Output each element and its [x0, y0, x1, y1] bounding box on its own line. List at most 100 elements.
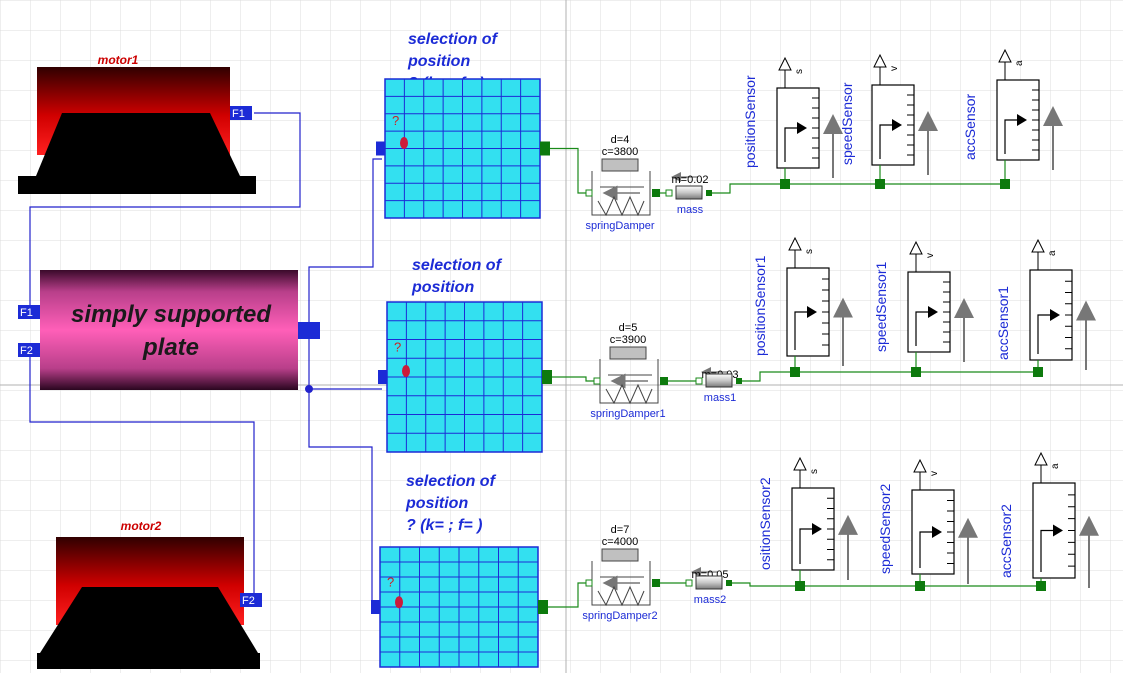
- damper-spring: [605, 383, 653, 405]
- sensor-pointer: [932, 526, 942, 538]
- selection-title-line2: position: [411, 279, 474, 296]
- damper-right-port[interactable]: [652, 189, 660, 197]
- damper-cylinder: [601, 158, 639, 172]
- sensor-input-port[interactable]: [915, 581, 925, 591]
- sensor-output-port[interactable]: [913, 458, 927, 473]
- selection-output-port[interactable]: [538, 600, 548, 614]
- mass-1[interactable]: m=0.02 mass: [665, 172, 712, 216]
- plate-port-right[interactable]: [298, 322, 320, 339]
- sensor-speedSensor[interactable]: v speedSensor: [839, 53, 938, 189]
- simply-supported-plate[interactable]: simply supported plate F1 F2: [18, 270, 320, 390]
- sensor-pointer: [1053, 524, 1063, 537]
- selection-title-line3: ? (k= ; f= ): [406, 517, 482, 534]
- damper-left-port[interactable]: [585, 189, 593, 197]
- sensor-symbol: s: [794, 69, 805, 74]
- sensor-output-port[interactable]: [778, 56, 792, 71]
- damper-d-label: d=7: [611, 524, 630, 536]
- sensor-pointer: [807, 306, 817, 318]
- sensor-output-port[interactable]: [873, 53, 887, 68]
- sensor-input-port[interactable]: [780, 179, 790, 189]
- sensor-pointer: [797, 122, 807, 134]
- damper-right-port[interactable]: [652, 579, 660, 587]
- damper-d-label: d=4: [611, 134, 630, 146]
- sensor-symbol: s: [804, 249, 815, 254]
- sensor-input-port[interactable]: [790, 367, 800, 377]
- mass-2[interactable]: m=0.03mass1: [695, 367, 742, 404]
- selection-marker: [395, 596, 403, 609]
- sensor-needle: [784, 127, 801, 162]
- selection-output-port[interactable]: [542, 370, 552, 384]
- motor2-block[interactable]: motor2 F2: [37, 519, 262, 669]
- motor1-block[interactable]: motor1 F1: [18, 53, 256, 194]
- mass-right-port[interactable]: [726, 580, 732, 586]
- sensor-output-port[interactable]: [788, 236, 802, 251]
- mass-body: [695, 575, 723, 590]
- damper-name: springDamper1: [590, 408, 665, 420]
- sensor-output-port[interactable]: [998, 48, 1012, 63]
- selection-input-port[interactable]: [378, 370, 387, 384]
- mass-left-port[interactable]: [685, 579, 693, 587]
- sensor-symbol: a: [1047, 250, 1058, 256]
- damper-left-port[interactable]: [585, 579, 593, 587]
- sensor-name: speedSensor: [839, 82, 855, 165]
- plate-port-f2[interactable]: [18, 343, 40, 357]
- damper-right-port[interactable]: [660, 377, 668, 385]
- sensor-input-port[interactable]: [875, 179, 885, 189]
- sensor-output-port[interactable]: [1031, 238, 1045, 253]
- sensor-needle: [799, 528, 816, 564]
- sensor-input-port[interactable]: [1033, 367, 1043, 377]
- motor2-port[interactable]: [240, 593, 262, 607]
- sensor-name: speedSensor1: [873, 261, 889, 352]
- sensor-input-port[interactable]: [795, 581, 805, 591]
- sensor-input-port[interactable]: [1036, 581, 1046, 591]
- sensor-pointer: [812, 523, 822, 535]
- mass-right-port[interactable]: [736, 378, 742, 384]
- sensor-output-port[interactable]: [1034, 451, 1048, 466]
- selection-output-port[interactable]: [540, 141, 550, 156]
- selection-input-port[interactable]: [371, 600, 380, 614]
- sensor-output-port[interactable]: [793, 456, 807, 471]
- mass-left-port[interactable]: [695, 377, 703, 385]
- sensor-input-port[interactable]: [911, 367, 921, 377]
- motor1-port[interactable]: [230, 106, 252, 120]
- sensor-input-port[interactable]: [1000, 179, 1010, 189]
- selection-title-line1: selection of: [406, 473, 497, 490]
- sensor-name: accSensor1: [995, 286, 1011, 360]
- green-wire: [548, 582, 586, 608]
- damper-c-label: c=3800: [602, 146, 638, 158]
- mass-body: [705, 373, 733, 388]
- mass-name: mass: [677, 204, 704, 216]
- plate-port-f1[interactable]: [18, 305, 40, 319]
- plate-port-f1-label: F1: [20, 307, 33, 319]
- mass-right-port[interactable]: [706, 190, 712, 196]
- sensor-accSensor1[interactable]: a accSensor1: [995, 238, 1096, 377]
- sensor-symbol: v: [889, 66, 900, 71]
- sensor-positionSensor1[interactable]: s positionSensor1: [752, 236, 853, 377]
- mass-value-label: m=0.02: [672, 174, 709, 186]
- selection-input-port[interactable]: [376, 141, 385, 156]
- sensor-needle: [1040, 529, 1057, 572]
- sensor-name: accSensor: [962, 94, 978, 160]
- sensor-name: positionSensor1: [752, 255, 768, 356]
- mass-left-port[interactable]: [665, 189, 673, 197]
- damper-left-port[interactable]: [593, 377, 601, 385]
- sensor-output-port[interactable]: [909, 240, 923, 255]
- sensor-needle: [794, 311, 811, 350]
- selection-marker-label: ?: [387, 575, 394, 590]
